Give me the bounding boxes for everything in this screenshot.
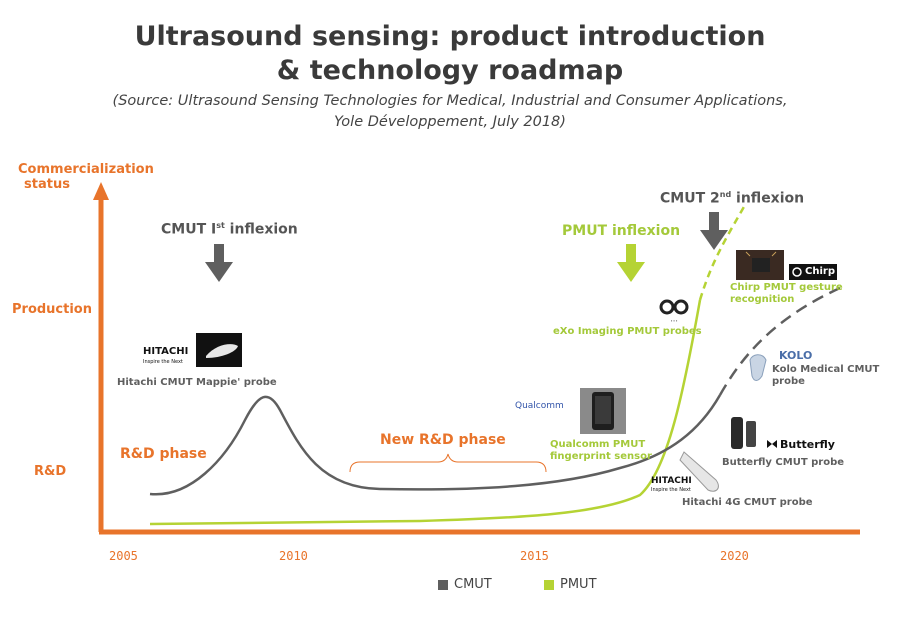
page-title-line1: Ultrasound sensing: product introduction <box>134 21 766 52</box>
pmut-curve-dashed <box>698 204 747 301</box>
chirp-chip-image <box>736 250 784 280</box>
legend-pmut-label: PMUT <box>560 577 597 592</box>
butterfly-logo-icon <box>767 440 777 448</box>
butterfly-logo: Butterfly <box>780 438 835 451</box>
rd-phase-label: R&D phase <box>120 446 207 462</box>
qualcomm-phone-image <box>580 388 626 434</box>
hitachi-logo: HITACHI Inspire the Next <box>143 346 189 366</box>
legend-pmut-swatch <box>544 579 554 590</box>
kolo-caption: Kolo Medical CMUT probe <box>772 364 880 387</box>
legend-cmut: CMUT <box>438 577 492 592</box>
kolo-probe-image <box>749 354 767 381</box>
chirp-caption: Chirp PMUT gesture recognition <box>730 282 843 305</box>
new-rd-phase-brace <box>349 453 547 473</box>
source-line1: (Source: Ultrasound Sensing Technologies… <box>112 93 788 109</box>
pmut-curve-solid <box>149 299 702 526</box>
x-tick-2015: 2015 <box>520 549 549 563</box>
butterfly-caption: Butterfly CMUT probe <box>722 457 845 468</box>
qualcomm-caption: Qualcomm PMUT fingerprint sensor <box>550 439 652 462</box>
qualcomm-logo: Qualcomm <box>515 401 564 411</box>
chirp-logo-icon <box>789 264 837 280</box>
legend-cmut-swatch <box>438 579 448 590</box>
y-axis-title-line2: status <box>24 177 70 192</box>
hitachi4g-probe-image <box>679 451 719 492</box>
cmut-curve-solid <box>149 394 722 496</box>
cmut-first-inflexion-arrow <box>205 244 233 282</box>
x-tick-2010: 2010 <box>279 549 308 563</box>
new-rd-phase-label: New R&D phase <box>380 432 506 448</box>
y-axis-title-line1: Commercialization <box>18 162 154 177</box>
kolo-logo: KOLO <box>779 349 813 362</box>
level-production: Production <box>12 302 92 317</box>
cmut-first-inflexion-label: CMUT Ist inflexion <box>161 221 298 238</box>
exo-caption: eXo Imaging PMUT probes <box>553 326 702 337</box>
cmut-second-inflexion-arrow <box>700 212 728 250</box>
hitachi-mappie-probe-image <box>196 333 242 367</box>
y-axis-arrowhead <box>93 182 109 200</box>
hitachi4g-logo: HITACHI Inspire the Next <box>651 476 692 494</box>
pmut-inflexion-arrow <box>617 244 645 282</box>
chirp-logo: Chirp <box>805 266 835 277</box>
source-line2: Yole Développement, July 2018) <box>334 114 566 130</box>
legend-cmut-label: CMUT <box>454 577 492 592</box>
svg-text:∙∙∙: ∙∙∙ <box>670 318 678 323</box>
cmut-second-inflexion-label: CMUT 2nd inflexion <box>660 190 805 207</box>
page-title-line2: & technology roadmap <box>276 55 624 86</box>
x-tick-2020: 2020 <box>720 549 749 563</box>
exo-logo-icon: ∙∙∙ <box>659 299 689 323</box>
hitachi4g-caption: Hitachi 4G CMUT probe <box>682 497 813 508</box>
hitachi-mappie-caption: Hitachi CMUT Mappie' probe <box>117 377 277 388</box>
pmut-inflexion-label: PMUT inflexion <box>562 223 681 239</box>
cmut-curve-dashed <box>718 286 841 396</box>
x-tick-2005: 2005 <box>109 549 138 563</box>
legend-pmut: PMUT <box>544 577 597 592</box>
butterfly-probe-image <box>731 417 756 449</box>
level-rd: R&D <box>34 464 67 479</box>
